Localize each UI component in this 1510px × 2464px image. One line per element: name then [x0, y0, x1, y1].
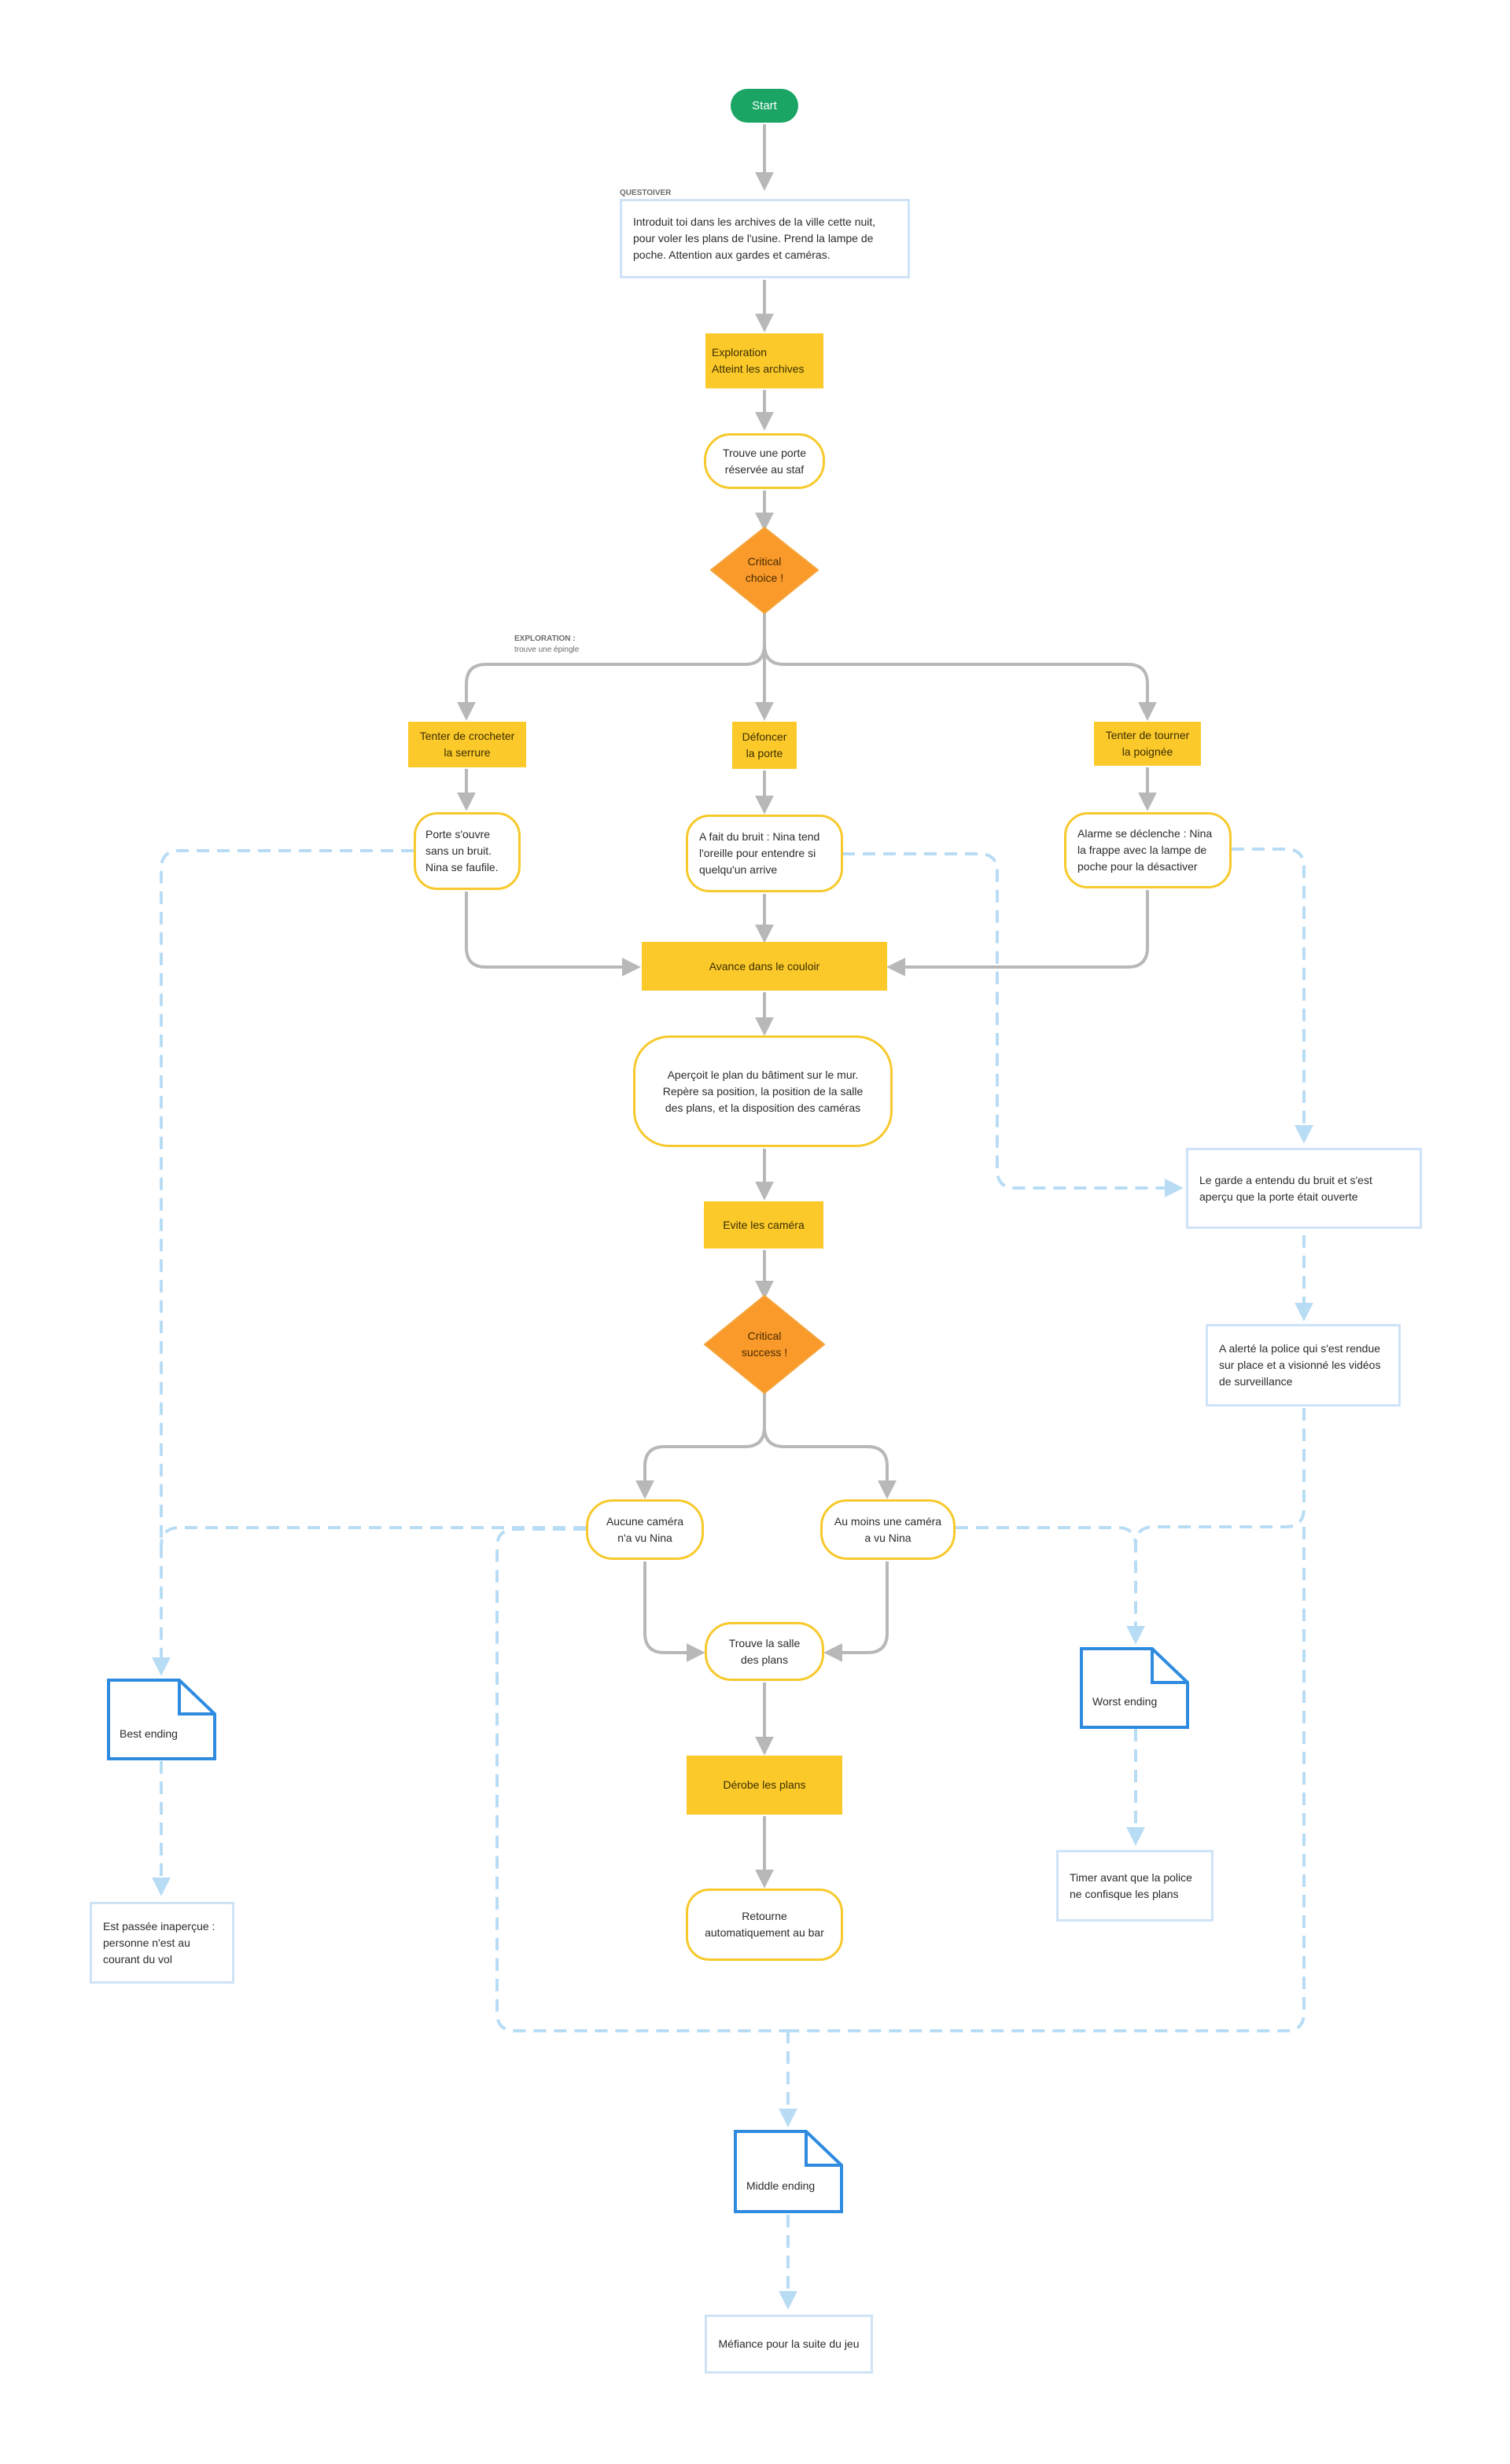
exploration-note-caption: EXPLORATION : — [514, 634, 576, 643]
step-see-map: Aperçoit le plan du bâtiment sur le mur.… — [633, 1035, 893, 1147]
dashed-police-worst — [1126, 1408, 1306, 1645]
connector-success-somecamera — [763, 1393, 897, 1499]
step-find-room: Trouve la salle des plans — [705, 1622, 824, 1681]
connector-handleresult-corridor — [886, 890, 1149, 976]
step-lockpick: Tenter de crocheter la serrure — [408, 722, 526, 767]
consequence-mistrust: Méfiance pour la suite du jeu — [705, 2315, 873, 2374]
result-no-camera: Aucune caméra n'a vu Nina — [586, 1499, 704, 1560]
connector-nocamera-room — [643, 1561, 705, 1662]
result-some-camera: Au moins une caméra a vu Nina — [820, 1499, 956, 1560]
consequence-guard: Le garde a entendu du bruit et s'est ape… — [1186, 1148, 1422, 1229]
start-node: Start — [731, 89, 798, 123]
step-smash-door: Défoncer la porte — [732, 722, 797, 769]
decision-critical-choice-label: Critical choice ! — [745, 555, 784, 584]
ending-worst-label: Worst ending — [1092, 1695, 1158, 1708]
step-find-door: Trouve une porte réservée au staf — [704, 433, 825, 489]
connector-success-nocamera — [635, 1393, 766, 1499]
connector-lockresult-corridor — [465, 892, 641, 976]
step-avoid-cameras: Evite les caméra — [704, 1201, 823, 1249]
questgiver-caption: QUESTOIVER — [620, 189, 672, 197]
questgiver-box: Introduit toi dans les archives de la vi… — [620, 199, 910, 278]
dashed-somecamera-worst — [956, 1526, 1137, 1546]
step-exploration: Exploration Atteint les archives — [705, 333, 823, 388]
connector-choice-lockpick — [457, 613, 766, 721]
consequence-timer: Timer avant que la police ne confisque l… — [1056, 1850, 1214, 1922]
alt-connectors — [152, 848, 1313, 2310]
ending-worst-shape — [1080, 1647, 1189, 1729]
consequence-unseen: Est passée inaperçue : personne n'est au… — [90, 1902, 234, 1984]
decision-critical-choice — [709, 526, 819, 615]
dashed-nocamera-middle — [495, 1528, 788, 2032]
flow-connectors — [457, 124, 1157, 1888]
ending-middle-shape — [734, 2130, 843, 2213]
dashed-smashresult-guard — [842, 852, 1184, 1197]
step-corridor: Avance dans le couloir — [642, 942, 887, 991]
dashed-handleresult-guard — [1232, 848, 1313, 1144]
dashed-nocamera-best — [160, 1526, 586, 1546]
result-handle: Alarme se déclenche : Nina la frappe ave… — [1064, 812, 1232, 888]
connector-choice-handle — [763, 613, 1157, 721]
step-return-bar: Retourne automatiquement au bar — [686, 1888, 843, 1961]
dashed-police-middle — [788, 1527, 1306, 2032]
ending-best-label: Best ending — [120, 1727, 178, 1740]
decision-critical-success-label: Critical success ! — [741, 1329, 788, 1359]
step-steal-plans: Dérobe les plans — [687, 1756, 842, 1815]
exploration-note-text: trouve une épingle — [514, 645, 580, 654]
consequence-police: A alerté la police qui s'est rendue sur … — [1206, 1324, 1401, 1407]
result-lockpick: Porte s'ouvre sans un bruit. Nina se fau… — [414, 812, 521, 890]
connector-somecamera-room — [823, 1561, 889, 1662]
dashed-lockresult-best — [152, 849, 414, 1676]
ending-middle-label: Middle ending — [746, 2179, 816, 2192]
decision-critical-success — [703, 1294, 826, 1395]
step-turn-handle: Tenter de tourner la poignée — [1094, 722, 1201, 766]
result-smash: A fait du bruit : Nina tend l'oreille po… — [686, 815, 843, 892]
ending-best-shape — [107, 1679, 216, 1760]
